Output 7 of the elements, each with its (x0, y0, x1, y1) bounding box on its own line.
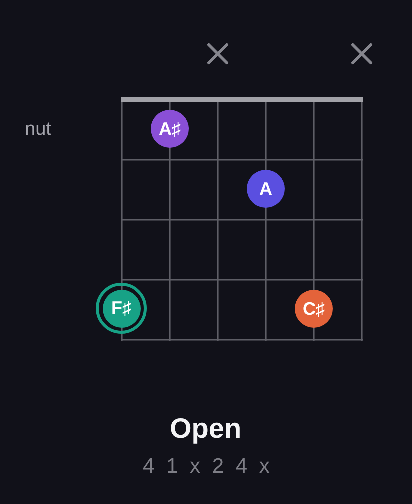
note-dot: C♯ (295, 290, 333, 328)
fingering-caption: 4 1 x 2 4 x (143, 454, 273, 480)
note-dot: A (247, 170, 285, 208)
chord-title: Open (170, 412, 242, 446)
nut-label: nut (25, 119, 52, 141)
root-note-dot: F♯ (96, 283, 147, 334)
note-dot: A♯ (151, 110, 189, 148)
